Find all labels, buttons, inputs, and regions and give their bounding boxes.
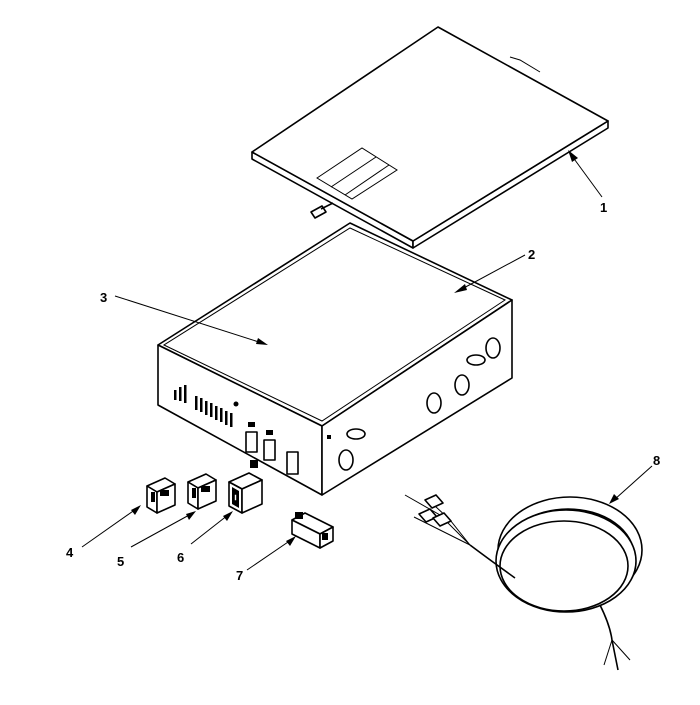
part-5-rocker-switch bbox=[187, 473, 217, 510]
vent-slots bbox=[174, 385, 233, 427]
part-4-rocker-switch bbox=[146, 477, 176, 514]
wire-terminal bbox=[424, 494, 444, 509]
leader-lines bbox=[81, 150, 653, 571]
callout-4: 4 bbox=[66, 545, 74, 560]
enclosure-box bbox=[157, 222, 513, 496]
callout-6: 6 bbox=[177, 550, 184, 565]
callout-7: 7 bbox=[236, 568, 243, 583]
part-8-sensor-cable bbox=[404, 494, 643, 671]
part-6-illuminated-switch bbox=[228, 472, 263, 514]
switch-cutouts bbox=[245, 422, 299, 475]
callout-3: 3 bbox=[100, 290, 107, 305]
part-1-cover-lid bbox=[251, 26, 609, 249]
callout-5: 5 bbox=[117, 554, 124, 569]
knockout-holes bbox=[338, 337, 501, 471]
callout-2: 2 bbox=[528, 247, 535, 262]
cover-screw bbox=[310, 202, 334, 219]
callout-8: 8 bbox=[653, 453, 660, 468]
callout-1: 1 bbox=[600, 200, 607, 215]
part-7-circuit-breaker bbox=[291, 512, 334, 549]
wire-terminal bbox=[432, 512, 452, 527]
